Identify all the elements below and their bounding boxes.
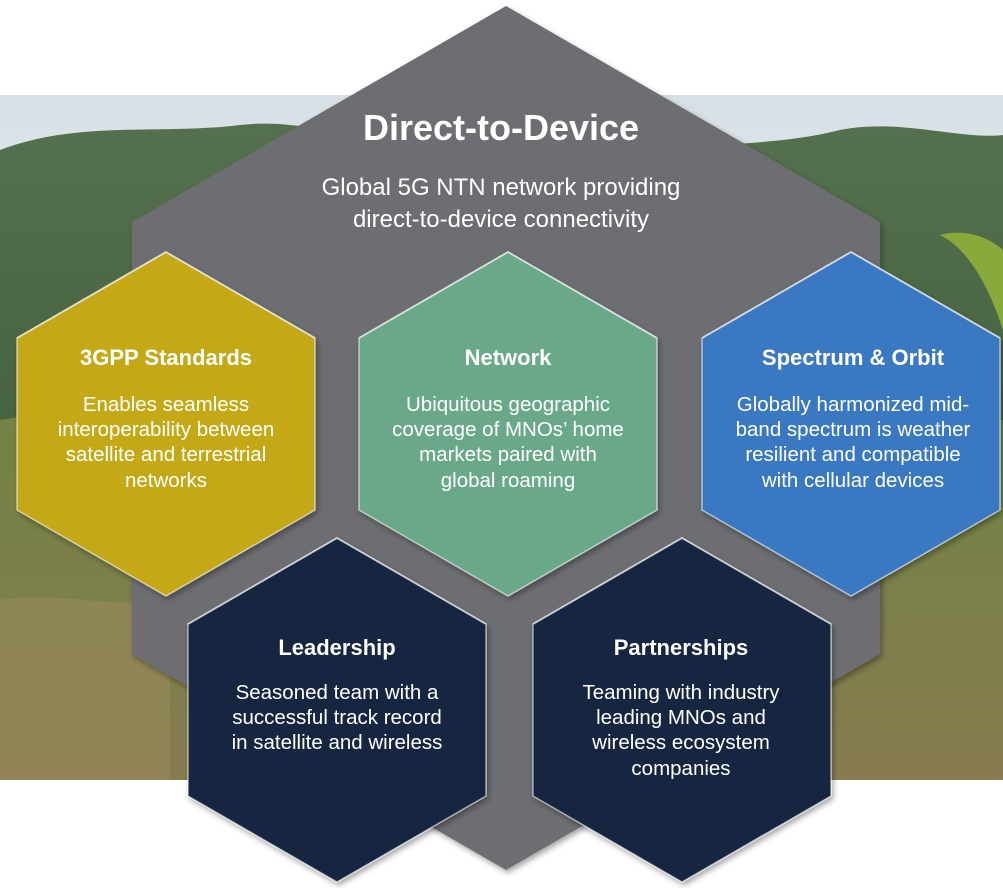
hexagon-shape-network xyxy=(358,251,658,597)
hex-line: companies xyxy=(631,756,731,780)
hex-line: Teaming with industry xyxy=(582,681,780,704)
hex-title-network: Network xyxy=(464,345,552,370)
hexagon-highlight-leadership xyxy=(187,536,487,625)
capability-hexagons xyxy=(16,250,1001,883)
center-subtitle-line-1: Global 5G NTN network providing xyxy=(321,174,681,201)
hex-line: band spectrum is weather xyxy=(735,418,971,442)
hexagon-highlight-3gpp xyxy=(16,250,316,339)
hex-line: in satellite and wireless xyxy=(231,731,443,755)
hex-line: interoperability between xyxy=(57,418,275,442)
hexagon-highlight-spectrum xyxy=(701,250,1001,339)
hex-body-network: Ubiquitous geographic coverage of MNOs’ … xyxy=(378,392,638,493)
hex-line: Ubiquitous geographic xyxy=(406,393,610,416)
hex-line: Seasoned team with a xyxy=(235,681,439,704)
hex-line: coverage of MNOs’ home xyxy=(392,418,624,442)
hex-line: leading MNOs and xyxy=(596,706,766,730)
hex-title-leadership: Leadership xyxy=(278,635,396,660)
hexagon-partnerships xyxy=(532,536,832,883)
hex-line: markets paired with xyxy=(419,443,597,467)
hex-body-3gpp-standards: Enables seamless interoperability betwee… xyxy=(36,392,296,493)
hex-title-spectrum-orbit: Spectrum & Orbit xyxy=(761,345,945,370)
page-title: Direct-to-Device xyxy=(362,107,640,148)
hexagon-shape-partnerships xyxy=(532,537,832,883)
hexagon-network xyxy=(358,250,658,597)
hexagon-spectrum xyxy=(701,250,1001,597)
hex-line: Enables seamless xyxy=(82,393,250,416)
hex-line: satellite and terrestrial xyxy=(65,443,267,467)
hex-line: networks xyxy=(124,468,208,492)
hex-title-3gpp-standards: 3GPP Standards xyxy=(80,345,252,370)
hex-line: Globally harmonized mid- xyxy=(736,393,970,416)
hexagon-highlight-partnerships xyxy=(532,536,832,625)
hex-line: successful track record xyxy=(232,706,442,730)
hex-body-leadership: Seasoned team with a successful track re… xyxy=(207,680,467,756)
hex-body-spectrum-orbit: Globally harmonized mid- band spectrum i… xyxy=(718,392,988,493)
hex-line: resilient and compatible xyxy=(745,443,961,467)
hex-line: global roaming xyxy=(440,468,576,492)
hex-title-partnerships: Partnerships xyxy=(613,635,749,660)
hexagon-shape-leadership xyxy=(187,537,487,883)
center-subtitle-line-2: direct-to-device connectivity xyxy=(352,206,650,233)
hex-line: with cellular devices xyxy=(761,468,945,492)
hexagon-leadership xyxy=(187,536,487,883)
hexagon-shape-spectrum xyxy=(701,251,1001,597)
hex-line: wireless ecosystem xyxy=(592,731,770,755)
hexagon-highlight-network xyxy=(358,250,658,339)
hex-body-partnerships: Teaming with industry leading MNOs and w… xyxy=(551,680,811,781)
hexagon-shape-3gpp xyxy=(16,251,316,597)
hexagon-3gpp xyxy=(16,250,316,597)
